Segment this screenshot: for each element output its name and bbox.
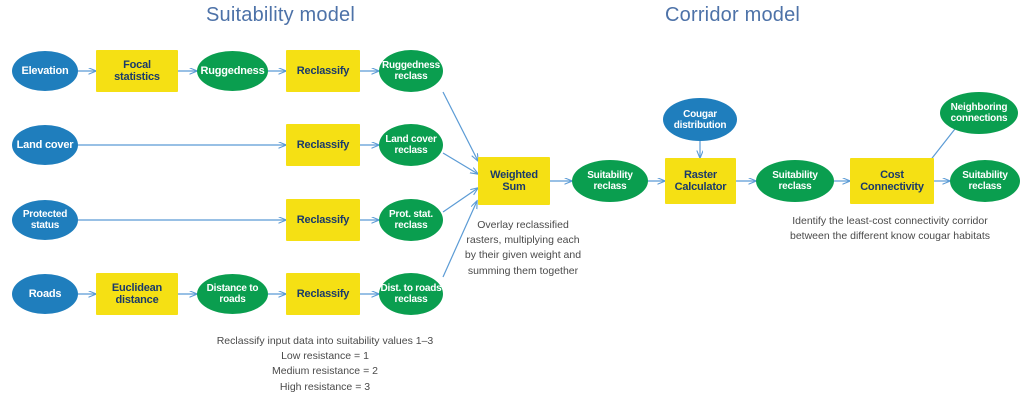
node-roads-label: Roads — [28, 287, 62, 300]
caption-weighted-sum-line1: Overlay reclassified — [477, 219, 569, 231]
node-cost-connectivity-label-line2: Connectivity — [860, 181, 924, 193]
node-land-cover-reclass-label-line2: reclass — [394, 145, 428, 156]
node-land-cover-reclass[interactable]: Land cover reclass — [379, 124, 443, 166]
node-weighted-sum-label-line1: Weighted — [490, 168, 538, 181]
node-suitability-reclass-2-label-line2: reclass — [778, 181, 812, 192]
node-focal-statistics[interactable]: Focal statistics — [96, 50, 178, 92]
node-distance-to-roads-label-line2: roads — [219, 294, 246, 305]
node-focal-statistics-label-line1: Focal — [123, 58, 151, 71]
node-weighted-sum-label-line2: Sum — [502, 181, 526, 193]
node-reclassify-elevation-label: Reclassify — [296, 64, 350, 77]
node-suitability-reclass-3-label-line2: reclass — [968, 181, 1002, 192]
node-cougar-distribution-label-line1: Cougar — [683, 108, 717, 120]
suitability-model-title: Suitability model — [206, 4, 356, 26]
node-protected-status[interactable]: Protected status — [12, 200, 78, 240]
node-suitability-reclass-1[interactable]: Suitability reclass — [572, 160, 648, 202]
node-roads[interactable]: Roads — [12, 274, 78, 314]
node-reclassify-elevation[interactable]: Reclassify — [286, 50, 360, 92]
node-land-cover-label: Land cover — [16, 138, 74, 151]
node-suitability-reclass-1-label-line1: Suitability — [587, 170, 633, 181]
node-euclidean-distance[interactable]: Euclidean distance — [96, 273, 178, 315]
node-cost-connectivity[interactable]: Cost Connectivity — [850, 158, 934, 204]
node-land-cover[interactable]: Land cover — [12, 125, 78, 165]
caption-reclassify-line2: Low resistance = 1 — [281, 350, 369, 363]
node-ruggedness-reclass-label-line1: Ruggedness — [381, 60, 440, 71]
corridor-model-title: Corridor model — [665, 4, 801, 26]
node-neighboring-connections-label-line1: Neighboring — [950, 102, 1008, 113]
arrow-landcover-reclass-to-weighted-sum — [442, 152, 478, 174]
node-ruggedness-reclass-label-line2: reclass — [394, 71, 428, 82]
node-elevation-label: Elevation — [21, 64, 69, 77]
caption-corridor-line1: Identify the least-cost connectivity cor… — [792, 215, 988, 227]
node-protected-status-label-line1: Protected — [22, 209, 68, 220]
node-cougar-distribution[interactable]: Cougar distribution — [663, 98, 737, 141]
node-prot-stat-reclass-label-line1: Prot. stat. — [389, 209, 433, 220]
node-euclidean-distance-label-line1: Euclidean — [111, 281, 163, 294]
node-dist-to-roads-reclass-label-line1: Dist. to roads — [380, 283, 442, 294]
arrow-protstat-reclass-to-weighted-sum — [442, 188, 478, 213]
node-reclassify-protected-status[interactable]: Reclassify — [286, 199, 360, 241]
node-raster-calculator[interactable]: Raster Calculator — [665, 158, 736, 204]
node-land-cover-reclass-label-line1: Land cover — [385, 134, 437, 145]
node-reclassify-roads[interactable]: Reclassify — [286, 273, 360, 315]
caption-reclassify-line4: High resistance = 3 — [279, 380, 371, 393]
node-dist-to-roads-reclass[interactable]: Dist. to roads reclass — [379, 273, 443, 315]
node-reclassify-roads-label: Reclassify — [296, 287, 350, 300]
arrow-ruggedness-reclass-to-weighted-sum — [442, 91, 478, 161]
node-suitability-reclass-2-label-line1: Suitability — [772, 170, 818, 181]
caption-corridor: Identify the least-cost connectivity cor… — [785, 214, 995, 244]
node-distance-to-roads[interactable]: Distance to roads — [197, 274, 268, 314]
node-neighboring-connections-label-line2: connections — [950, 113, 1008, 124]
node-suitability-reclass-1-label-line2: reclass — [593, 181, 627, 192]
caption-corridor-line2: between the different know cougar habita… — [789, 230, 991, 243]
node-cost-connectivity-label-line1: Cost — [880, 168, 904, 181]
caption-reclassify-line3: Medium resistance = 2 — [272, 365, 378, 378]
node-protected-status-label-line2: status — [30, 220, 60, 231]
node-cougar-distribution-label-line2: distribution — [673, 119, 727, 131]
caption-weighted-sum-line2: rasters, multiplying each — [466, 234, 580, 247]
caption-reclassify-line1: Reclassify input data into suitability v… — [216, 335, 434, 347]
node-ruggedness-reclass[interactable]: Ruggedness reclass — [379, 50, 443, 92]
node-distance-to-roads-label-line1: Distance to — [206, 283, 259, 294]
node-neighboring-connections[interactable]: Neighboring connections — [940, 92, 1018, 134]
node-ruggedness-label: Ruggedness — [200, 64, 265, 77]
node-focal-statistics-label-line2: statistics — [114, 71, 160, 83]
node-reclassify-land-cover[interactable]: Reclassify — [286, 124, 360, 166]
arrow-distroads-reclass-to-weighted-sum — [442, 201, 477, 278]
node-suitability-reclass-3-label-line1: Suitability — [962, 170, 1008, 181]
node-raster-calculator-label-line2: Calculator — [674, 181, 727, 193]
node-reclassify-protected-status-label: Reclassify — [296, 213, 350, 226]
node-raster-calculator-label-line1: Raster — [683, 168, 718, 181]
node-euclidean-distance-label-line2: distance — [115, 294, 159, 306]
node-elevation[interactable]: Elevation — [12, 51, 78, 91]
caption-weighted-sum-line4: summing them together — [467, 264, 579, 277]
node-prot-stat-reclass[interactable]: Prot. stat. reclass — [379, 199, 443, 241]
node-suitability-reclass-2[interactable]: Suitability reclass — [756, 160, 834, 202]
node-weighted-sum[interactable]: Weighted Sum — [478, 157, 550, 205]
node-dist-to-roads-reclass-label-line2: reclass — [394, 294, 428, 305]
node-reclassify-land-cover-label: Reclassify — [296, 138, 350, 151]
caption-weighted-sum: Overlay reclassified rasters, multiplyin… — [463, 218, 583, 279]
node-ruggedness[interactable]: Ruggedness — [197, 51, 268, 91]
caption-weighted-sum-line3: by their given weight and — [464, 249, 582, 262]
caption-reclassify: Reclassify input data into suitability v… — [215, 334, 435, 395]
node-prot-stat-reclass-label-line2: reclass — [394, 220, 428, 231]
node-suitability-reclass-3[interactable]: Suitability reclass — [950, 160, 1020, 202]
